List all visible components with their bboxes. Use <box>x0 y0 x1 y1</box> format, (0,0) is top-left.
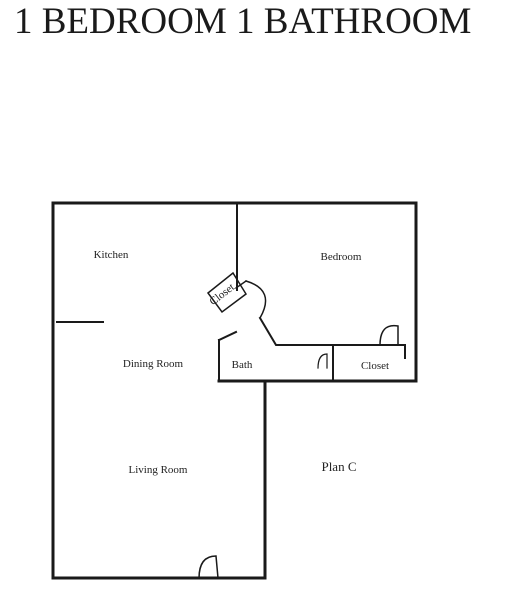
room-label-bath: Bath <box>232 359 253 371</box>
exterior-walls <box>51 201 418 580</box>
room-label-living: Living Room <box>129 464 188 476</box>
plan-name: Plan C <box>321 459 356 474</box>
room-label-dining: Dining Room <box>123 358 184 370</box>
interior-walls <box>56 204 406 382</box>
door-swings <box>198 279 399 579</box>
floorplan-title: 1 BEDROOM 1 BATHROOM <box>14 1 472 42</box>
small-closet: Closet <box>206 271 247 314</box>
room-label-kitchen: Kitchen <box>94 249 129 261</box>
room-label-closet: Closet <box>361 360 389 372</box>
room-label-bedroom: Bedroom <box>321 251 362 263</box>
